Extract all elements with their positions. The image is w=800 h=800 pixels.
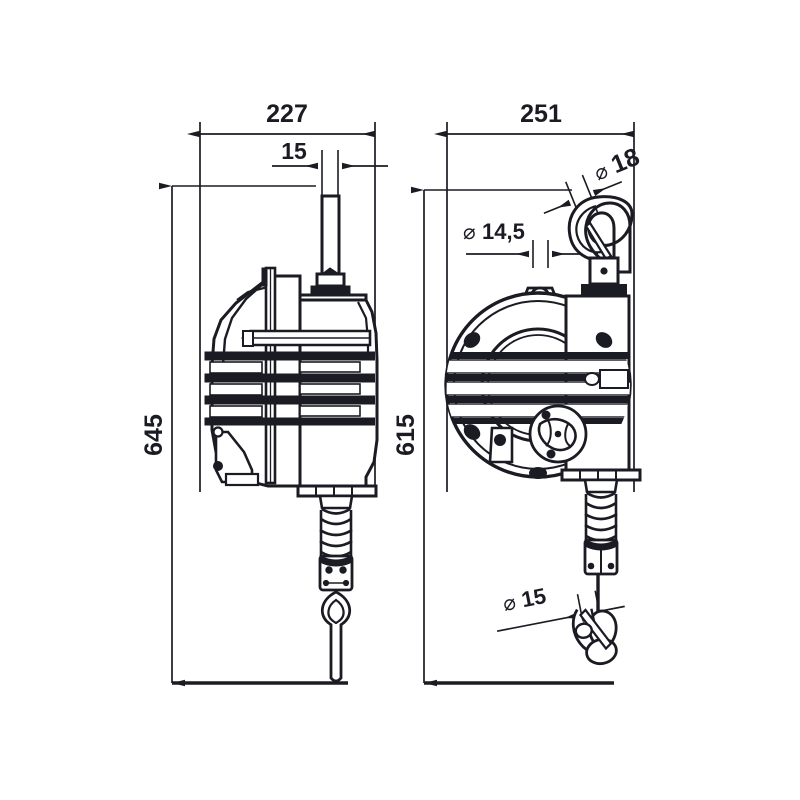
adjustment-disc (528, 404, 588, 464)
dimension-label-145-group: ⌀ 14,5 (463, 219, 525, 244)
dimension-label-15: 15 (281, 138, 307, 164)
cable-gland (318, 494, 354, 510)
dimension-label-d15-group: ⌀ 15 (501, 583, 548, 616)
coil-spring-buffer (584, 491, 618, 542)
dimension-251-geometry (434, 122, 635, 492)
hook-clevis (581, 256, 627, 296)
dimension-label-18-group: ⌀ 18 (591, 143, 643, 186)
side-cable-assembly (318, 494, 354, 683)
front-cable-assembly (571, 478, 619, 666)
housing-collar (241, 329, 372, 347)
dimension-645-geometry (159, 182, 348, 687)
housing-ribs (204, 351, 375, 426)
cable-clamp-block (583, 538, 619, 576)
thimble-loop (321, 590, 351, 630)
rim-bosses (463, 332, 613, 479)
dimension-label-227: 227 (266, 100, 308, 128)
wire-rope (329, 624, 343, 683)
dimension-label-251: 251 (520, 100, 562, 128)
dimension-label-615: 615 (392, 414, 420, 456)
dimension-615-geometry (411, 186, 614, 687)
bottom-plate (296, 484, 378, 498)
front-bottom-plate (560, 468, 642, 482)
front-view (411, 122, 642, 687)
dimension-label-d15: 15 (519, 583, 548, 612)
dimension-label-145: 14,5 (482, 219, 525, 244)
diameter-symbol-d15: ⌀ (501, 591, 518, 616)
dimension-label-18: 18 (607, 143, 643, 179)
load-hook (571, 608, 618, 666)
rib-overlay-right (566, 352, 629, 403)
safety-hook (567, 195, 634, 274)
cable-clamp-block (318, 554, 354, 592)
lower-bracket (212, 426, 260, 487)
diameter-symbol-18: ⌀ (591, 159, 611, 185)
side-view (159, 122, 388, 687)
lock-boss (488, 426, 514, 464)
housing-ribs (446, 352, 630, 424)
side-machine (204, 194, 379, 498)
diameter-symbol-145: ⌀ (463, 221, 476, 244)
coil-spring-buffer (319, 507, 353, 558)
dimension-15-geometry (272, 150, 388, 196)
suspension-shank (310, 194, 351, 296)
dimension-label-645: 645 (140, 414, 168, 456)
